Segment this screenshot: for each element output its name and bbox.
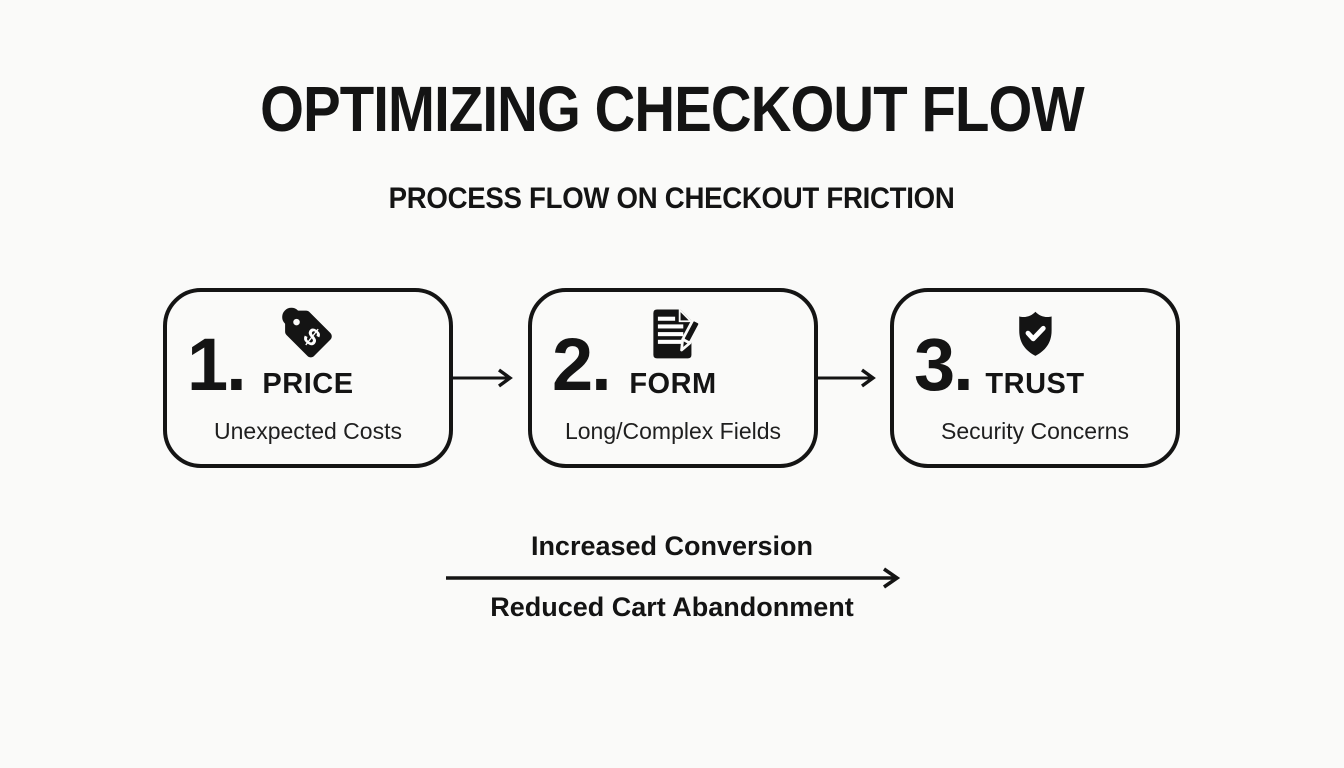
outcome-top-label: Increased Conversion xyxy=(530,531,814,561)
document-pencil-icon xyxy=(641,304,705,362)
outcome-bottom-label: Reduced Cart Abandonment xyxy=(490,592,854,622)
step-title-group: TRUST xyxy=(985,304,1084,401)
step-number: 1. xyxy=(187,323,247,406)
page-title: OPTIMIZING CHECKOUT FLOW xyxy=(0,72,1344,146)
page-subtitle: PROCESS FLOW ON CHECKOUT FRICTION xyxy=(0,182,1344,216)
arrow-step2-to-step3 xyxy=(816,368,876,388)
step-title-group: FORM xyxy=(629,304,716,401)
page-title-text: OPTIMIZING CHECKOUT FLOW xyxy=(260,73,1084,145)
step-title-group: $ PRICE xyxy=(262,304,353,401)
arrow-step1-to-step2 xyxy=(453,368,513,388)
page-subtitle-text: PROCESS FLOW ON CHECKOUT FRICTION xyxy=(389,182,955,215)
step-label: PRICE xyxy=(262,368,354,400)
step-label: FORM xyxy=(629,368,717,400)
step-description: Security Concerns xyxy=(941,418,1129,444)
step-card-form: 2. FORM Long/Complex Fields xyxy=(528,288,818,468)
step-label: TRUST xyxy=(985,368,1085,400)
step-card-price: 1. $ PRICE Unexpected Costs xyxy=(163,288,453,468)
step-description: Long/Complex Fields xyxy=(564,418,782,444)
price-tag-icon: $ xyxy=(279,304,337,362)
step-description: Unexpected Costs xyxy=(214,418,402,444)
step-number: 3. xyxy=(914,323,974,406)
outcome-arrow xyxy=(446,567,901,589)
step-card-trust: 3. TRUST Security Concerns xyxy=(890,288,1180,468)
step-number: 2. xyxy=(552,323,612,406)
shield-check-icon xyxy=(1007,304,1063,362)
